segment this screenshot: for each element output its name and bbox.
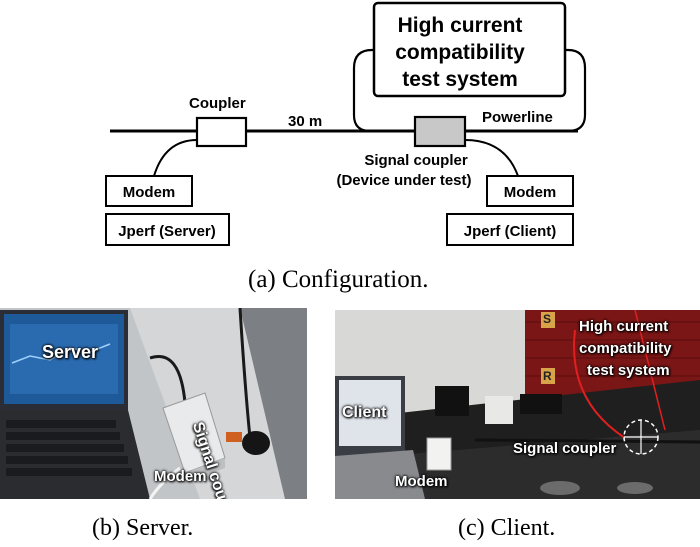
device-under-test-label: (Device under test) <box>336 172 471 189</box>
server-label: Server <box>42 342 99 362</box>
client-modem-label: Modem <box>395 473 448 490</box>
powerline-label: Powerline <box>482 109 553 126</box>
client-label: Client <box>342 404 387 421</box>
modem-right-label: Modem <box>504 184 557 201</box>
coupler-label: Coupler <box>189 95 246 112</box>
caption-client: (c) Client. <box>458 515 556 541</box>
client-test-system-line1: High current <box>579 318 669 335</box>
jperf-server-box <box>105 213 230 246</box>
modem-right-box <box>486 175 574 207</box>
client-test-system-line2: compatibility <box>579 340 672 357</box>
modem-left-box <box>105 175 193 207</box>
client-tag-r: R <box>543 369 552 383</box>
client-test-system-line3: test system <box>587 362 670 379</box>
test-system-title-line1: High current <box>398 14 523 37</box>
jperf-client-box <box>446 213 574 246</box>
server-photo: Server Modem Signal coupler <box>0 308 307 499</box>
test-system-title-line2: compatibility <box>395 41 525 64</box>
signal-coupler-label: Signal coupler <box>364 152 468 169</box>
jperf-client-label: Jperf (Client) <box>464 223 557 240</box>
jperf-server-label: Jperf (Server) <box>118 223 216 240</box>
configuration-diagram: High current compatibility test system P… <box>105 1 587 246</box>
server-modem-label: Modem <box>154 468 207 485</box>
caption-configuration: (a) Configuration. <box>248 266 429 293</box>
signal-coupler-box <box>413 115 467 148</box>
caption-server: (b) Server. <box>92 515 194 541</box>
test-system-title-line3: test system <box>402 68 518 91</box>
client-photo: S R Client Modem Signal coupler High cur… <box>335 310 700 499</box>
left-modem-cable <box>153 139 198 177</box>
test-system-box <box>372 1 567 98</box>
right-modem-cable <box>464 139 519 177</box>
modem-left-label: Modem <box>123 184 176 201</box>
coupler-box <box>195 116 248 148</box>
client-tag-s: S <box>543 312 552 326</box>
client-signal-coupler-label: Signal coupler <box>513 440 617 457</box>
test-system-loop <box>352 48 587 133</box>
distance-label: 30 m <box>288 113 322 130</box>
